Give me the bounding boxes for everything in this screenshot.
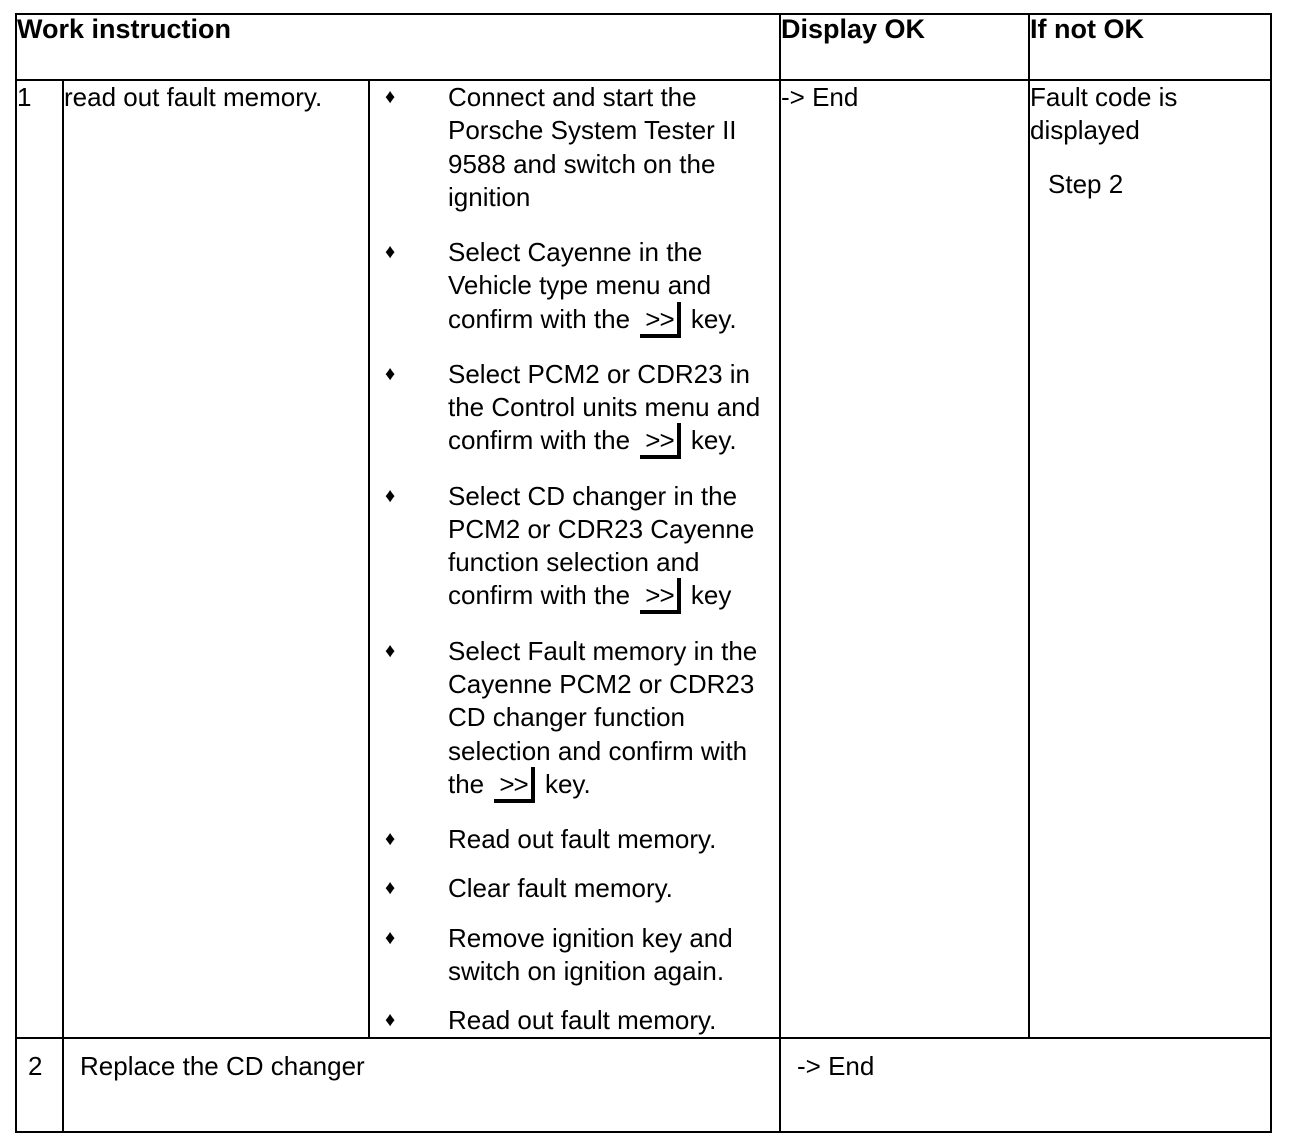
list-item: ♦ Clear fault memory. — [370, 872, 779, 905]
diamond-bullet-icon: ♦ — [385, 926, 396, 949]
if-not-ok-step-reference: Step 2 — [1048, 168, 1124, 199]
diamond-bullet-icon: ♦ — [385, 639, 396, 662]
header-if-not-ok: If not OK — [1028, 13, 1273, 81]
diamond-bullet-icon: ♦ — [385, 86, 396, 108]
header-work-instruction: Work instruction — [14, 13, 782, 81]
list-item: ♦ Select PCM2 or CDR23 in the Control un… — [370, 358, 779, 460]
fast-forward-key-icon: >> — [638, 423, 682, 460]
header-display-ok: Display OK — [779, 13, 1031, 81]
list-item: ♦ Connect and start the Porsche System T… — [370, 81, 779, 214]
step-number: 2 — [15, 1037, 64, 1134]
list-item-text: Select CD changer in the PCM2 or CDR23 C… — [448, 480, 779, 615]
table-row: 2 Replace the CD changer -> End — [15, 1037, 1273, 1134]
list-item-text: Select Cayenne in the Vehicle type menu … — [448, 236, 779, 338]
list-item-text: Remove ignition key and switch on igniti… — [448, 922, 733, 986]
diamond-bullet-icon: ♦ — [385, 241, 396, 264]
display-ok-value: -> End — [779, 78, 1031, 1040]
fast-forward-key-icon: >> — [638, 301, 682, 338]
step-number: 1 — [15, 78, 64, 1040]
list-item-text: Select PCM2 or CDR23 in the Control unit… — [448, 358, 779, 460]
diamond-bullet-icon: ♦ — [385, 877, 396, 900]
fast-forward-key-icon: >> — [638, 578, 682, 615]
display-ok-value: -> End — [779, 1037, 1273, 1134]
table-row: 1 read out fault memory. ♦ Connect and s… — [15, 78, 1273, 1040]
list-item: ♦ Select Cayenne in the Vehicle type men… — [370, 236, 779, 338]
list-item-text: Read out fault memory. — [448, 824, 717, 855]
list-item: ♦ Read out fault memory. — [370, 1004, 779, 1037]
list-item-text: Select Fault memory in the Cayenne PCM2 … — [448, 635, 779, 803]
if-not-ok-cell: Fault code is displayed Step 2 — [1028, 78, 1273, 1040]
table-header-row: Work instruction Display OK If not OK — [14, 13, 1273, 81]
diamond-bullet-icon: ♦ — [385, 484, 396, 507]
fast-forward-key-icon: >> — [492, 766, 536, 803]
diamond-bullet-icon: ♦ — [385, 828, 396, 851]
work-instruction-table: Work instruction Display OK If not OK 1 … — [14, 13, 1273, 1134]
step-instruction: read out fault memory. — [62, 78, 370, 1040]
list-item: ♦ Select CD changer in the PCM2 or CDR23… — [370, 480, 779, 615]
list-item: ♦ Read out fault memory. — [370, 823, 779, 856]
list-item-text: Connect and start the Porsche System Tes… — [448, 82, 737, 212]
diamond-bullet-icon: ♦ — [385, 1009, 396, 1032]
list-item: ♦ Select Fault memory in the Cayenne PCM… — [370, 635, 779, 803]
step-detail-list-cell: ♦ Connect and start the Porsche System T… — [367, 78, 782, 1040]
bullet-list: ♦ Connect and start the Porsche System T… — [370, 81, 779, 1037]
diamond-bullet-icon: ♦ — [385, 362, 396, 385]
list-item: ♦ Remove ignition key and switch on igni… — [370, 922, 779, 989]
step-instruction: Replace the CD changer — [61, 1037, 782, 1134]
list-item-text: Read out fault memory. — [448, 1005, 717, 1036]
if-not-ok-text: Fault code is displayed — [1030, 82, 1178, 146]
list-item-text: Clear fault memory. — [448, 873, 673, 904]
